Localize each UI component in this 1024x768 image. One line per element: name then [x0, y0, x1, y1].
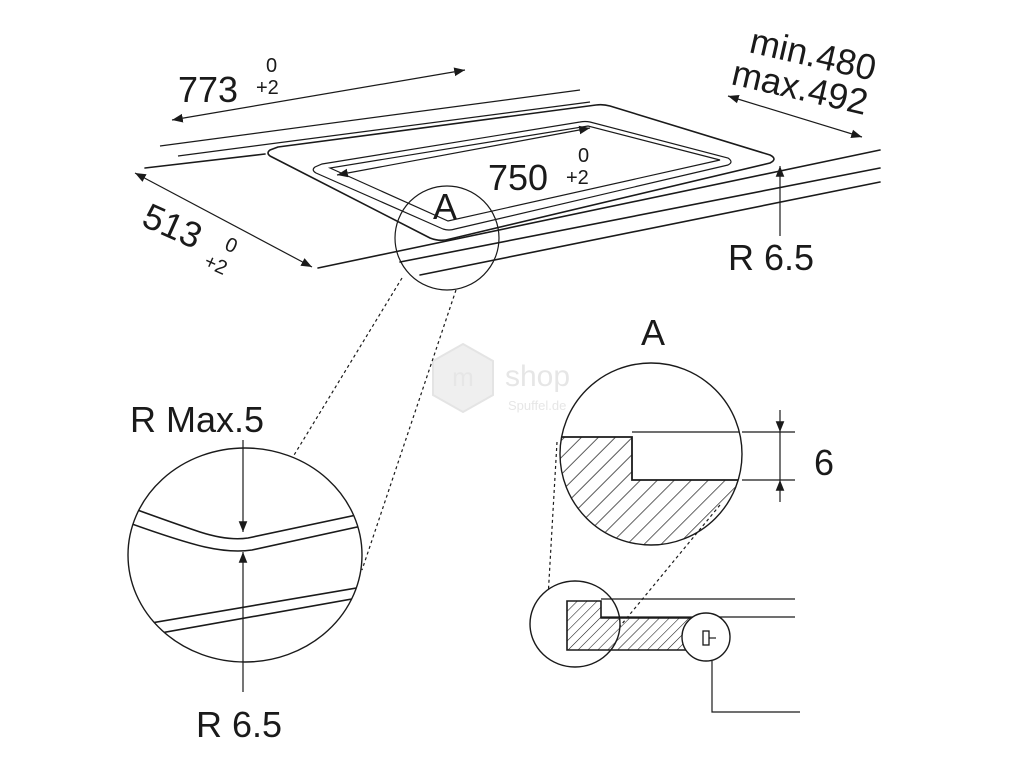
label-750: 750: [488, 157, 548, 198]
label-773-tol-lower: +2: [256, 77, 279, 99]
dimension-513: 513 0 +2: [134, 172, 313, 280]
leader-dash-detail-left: [547, 441, 558, 599]
section-view: [529, 580, 800, 713]
dimension-750: 750 0 +2: [336, 125, 591, 198]
label-radius-max: R Max.5: [130, 399, 264, 440]
label-750-tol-lower: +2: [566, 167, 589, 189]
watermark-text: shop: [505, 360, 570, 393]
worktop-perspective: [144, 89, 881, 276]
leader-dash-detail-right: [611, 504, 721, 637]
dimension-min-max: min.480 max.492: [727, 20, 880, 138]
label-radius-corner: R 6.5: [728, 237, 814, 278]
label-773: 773: [178, 69, 238, 110]
seal-strip: [702, 630, 710, 646]
detail-a: A 6: [559, 312, 834, 546]
watermark-subtext: Spuffel.de: [508, 398, 566, 413]
radius-detail: R Max.5 R 6.5: [127, 399, 363, 745]
dimension-773: 773 0 +2: [171, 55, 466, 123]
leader-dash-left: [287, 277, 403, 466]
label-773-tol-upper: 0: [266, 55, 277, 77]
label-rebate-depth: 6: [814, 442, 834, 483]
watermark: m shop Spuffel.de: [432, 342, 570, 414]
label-750-tol-upper: 0: [578, 145, 589, 167]
label-513-tol-upper: 0: [221, 233, 240, 258]
callout-label-top: A: [433, 186, 457, 227]
label-radius-detail: R 6.5: [196, 704, 282, 745]
leader-dash-right: [361, 289, 457, 571]
callout-label-detail: A: [641, 312, 665, 353]
callout-circle-top: A: [394, 185, 500, 291]
svg-text:m: m: [452, 362, 474, 392]
label-513: 513: [137, 195, 209, 257]
radius-corner: R 6.5: [728, 166, 814, 278]
